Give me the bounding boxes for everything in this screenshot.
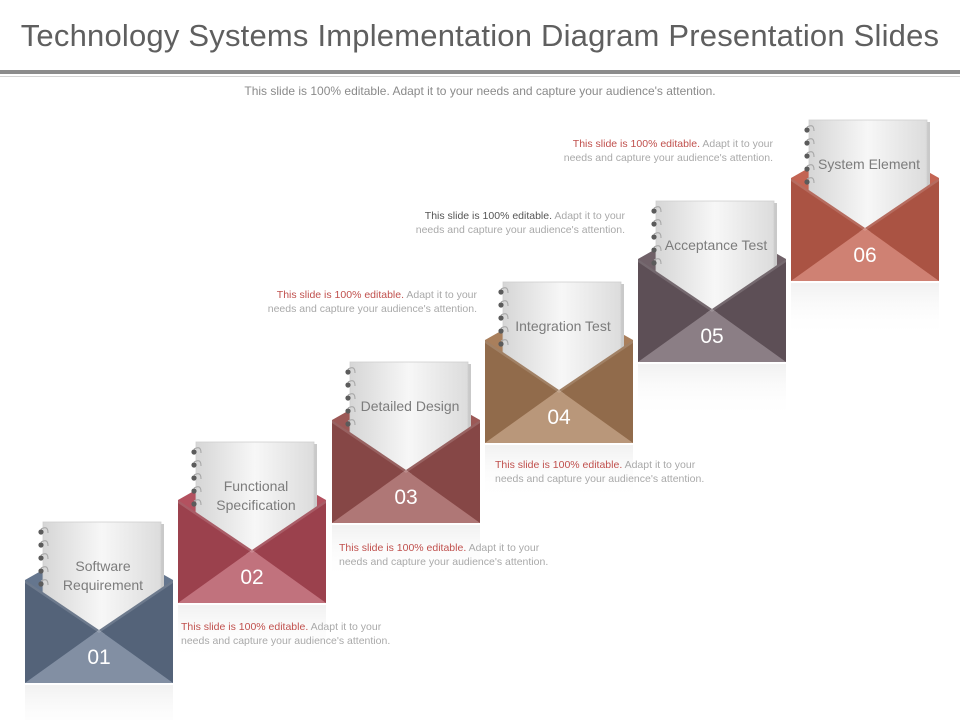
step-label: Detailed Design	[360, 398, 460, 414]
description-text: Adapt it to your needs and capture your …	[495, 459, 705, 485]
step-description-3: This slide is 100% editable. Adapt it to…	[339, 541, 559, 569]
step-number: 02	[240, 566, 264, 589]
step-number: 04	[547, 406, 571, 429]
title-divider-thin	[0, 76, 960, 77]
step-description-4: This slide is 100% editable. Adapt it to…	[495, 458, 715, 486]
description-text: Adapt it to your needs and capture your …	[339, 542, 549, 568]
step-label: Integration Test	[515, 318, 611, 334]
description-highlight: This slide is 100% editable.	[181, 621, 309, 633]
step-label: Acceptance Test	[664, 237, 768, 253]
step-label: Software Requirement	[62, 558, 144, 593]
envelope-icon	[638, 200, 786, 419]
slide-subtitle: This slide is 100% editable. Adapt it to…	[244, 84, 716, 98]
title-divider	[0, 70, 960, 74]
step-description-2: This slide is 100% editable. Adapt it to…	[181, 620, 401, 648]
envelope-icon	[485, 281, 633, 500]
step-envelope-6: System Element 06	[791, 118, 939, 338]
step-number: 05	[700, 325, 724, 348]
slide-title: Technology Systems Implementation Diagra…	[20, 18, 940, 53]
step-label: Functional Specification	[216, 478, 296, 513]
description-text: Adapt it to your needs and capture your …	[181, 621, 391, 647]
description-text: Adapt it to your needs and capture your …	[415, 210, 625, 236]
step-envelope-4: Integration Test 04	[485, 280, 633, 500]
envelope-icon	[178, 441, 326, 660]
step-number: 01	[87, 646, 111, 669]
step-description-5: This slide is 100% editable. Adapt it to…	[405, 209, 625, 237]
description-highlight: This slide is 100% editable.	[339, 542, 467, 554]
description-highlight: This slide is 100% editable.	[495, 459, 623, 471]
description-highlight: This slide is 100% editable.	[572, 138, 701, 150]
step-description-6: This slide is 100% editable. Adapt it to…	[553, 137, 773, 165]
description-highlight: This slide is 100% editable.	[276, 289, 405, 301]
envelope-icon	[332, 361, 480, 580]
step-envelope-3: Detailed Design 03	[332, 360, 480, 580]
description-text: Adapt it to your needs and capture your …	[563, 138, 773, 164]
step-label: System Element	[818, 156, 920, 172]
step-number: 03	[394, 486, 418, 509]
description-text: Adapt it to your needs and capture your …	[267, 289, 477, 315]
step-envelope-5: Acceptance Test 05	[638, 199, 786, 419]
envelope-icon	[25, 521, 173, 720]
step-number: 06	[853, 244, 877, 267]
step-envelope-1: Software Requirement 01	[25, 520, 173, 720]
step-envelope-2: Functional Specification 02	[178, 440, 326, 660]
description-highlight: This slide is 100% editable.	[424, 210, 553, 222]
step-description-1: This slide is 100% editable. Adapt it to…	[257, 288, 477, 316]
envelope-icon	[791, 119, 939, 338]
